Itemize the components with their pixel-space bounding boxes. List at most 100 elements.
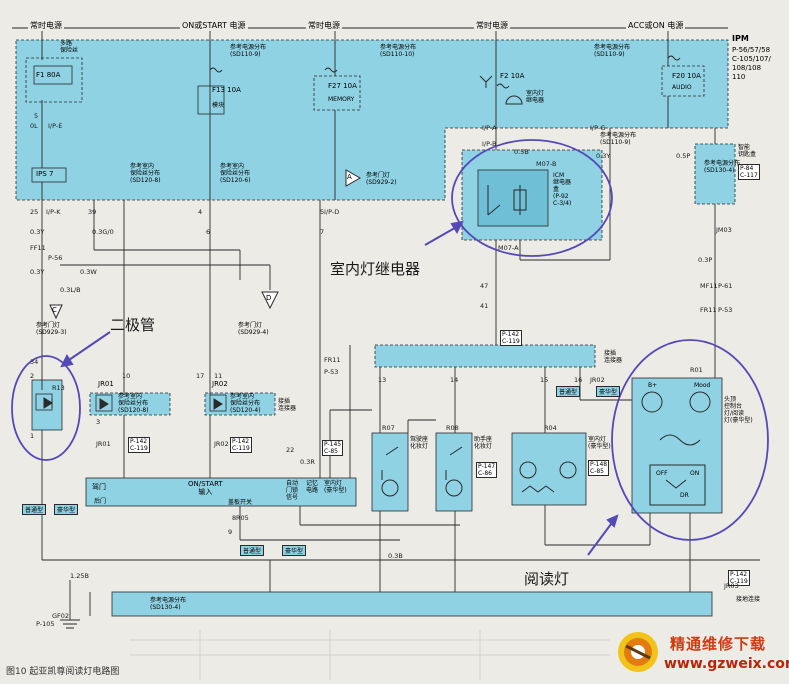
marker-a [345, 169, 362, 187]
fuse-f20: F20 10A [672, 72, 701, 80]
fuse-f1-desc: 多路 保险丝 [60, 40, 79, 54]
pin-label: 4 [198, 208, 203, 216]
switch-dr: DR [680, 492, 689, 499]
pin-label: FR11 [324, 356, 341, 364]
pin-label: 8 [232, 514, 237, 522]
smart-key-label: 智能 钥匙盒 [738, 144, 757, 158]
pin-label: 17 [196, 372, 205, 380]
switch-off: OFF [656, 470, 668, 477]
logo-url: www.gzweix.com [664, 656, 789, 672]
figure-caption: 图10 起亚凯尊阅读灯电路图 [6, 667, 120, 677]
bcm-mem: 记忆 电路 [306, 480, 319, 494]
pin-label: R04 [544, 424, 557, 432]
ref-8: 参考室内 保险丝分布 (SD120-4) [230, 393, 261, 414]
pin-label: R08 [446, 424, 459, 432]
marker-d [261, 291, 279, 310]
bcm-auto: 自动 门锁 信号 [286, 480, 299, 501]
pin-label: MF11 [700, 282, 718, 290]
driver-vanity-lamp [371, 432, 409, 512]
wires [41, 28, 760, 620]
reading-lamp-label: 头顶 控制台 灯/阅读 灯(豪华型) [724, 396, 753, 424]
annotation-circles [11, 139, 769, 541]
pin-label: 47 [480, 282, 489, 290]
ref-13: 参考门灯 (SD929-4) [238, 322, 269, 336]
ipm-label: IPM [732, 34, 749, 43]
ref-9: 参考电源分布 (SD110-9) [600, 132, 637, 146]
bcm-main: ON/START 输入 [188, 480, 223, 496]
fuse-f13-desc: 模块 [212, 102, 225, 109]
fuse-f13: F13 10A [212, 86, 241, 94]
pin-label: I/P-E [48, 122, 63, 130]
marker-d-label: D [266, 294, 272, 302]
passenger-vanity-label: 助手座 化妆灯 [474, 436, 493, 450]
ground-conn-label: 接地连接 [736, 596, 761, 603]
pin-label: 16 [574, 376, 583, 384]
annotation-reading-lamp: 阅读灯 [524, 570, 570, 588]
pin-label: M07-B [536, 160, 557, 168]
pin-label: 2 [30, 372, 35, 380]
pin-label: 14 [450, 376, 459, 384]
pin-label: 0.3P [698, 256, 713, 264]
pin-label: 1 [30, 432, 35, 440]
pin-label: P-56 [48, 254, 63, 262]
pin-label: 7 [320, 228, 325, 236]
pin-label: 11 [214, 372, 223, 380]
room-lamp-label: 室内灯 (豪华型) [588, 436, 611, 450]
ref-2: 参考电源分布 (SD110-10) [380, 44, 417, 58]
p145-ref: P-145 C-85 [322, 440, 344, 456]
room-relay [477, 169, 549, 227]
pin-label: R13 [52, 384, 65, 392]
switch-on: ON [690, 470, 700, 477]
trunk-label: 后门 [94, 498, 107, 505]
pin-label: 0.3Y [596, 152, 611, 160]
jr01-label: JR01 [98, 380, 114, 388]
room-relay-label: 室内灯 继电器 [526, 90, 545, 104]
reading-bplus: B+ [648, 382, 658, 389]
header-label-5: ACC或ON 电源 [626, 20, 686, 31]
pin-label: 13 [378, 376, 387, 384]
std-tag-2: 普通型 [240, 545, 265, 556]
pin-label: JR03 [724, 582, 739, 590]
logo-icon [618, 632, 658, 672]
ipm-refs: P-56/57/58 C-105/107/ 108/108 110 [732, 46, 771, 81]
marker-c [49, 304, 63, 320]
ghost-table [130, 630, 610, 680]
passenger-vanity-lamp [435, 432, 473, 512]
pin-label: R01 [690, 366, 703, 374]
conn-label-2: 接插 连接器 [604, 350, 623, 364]
jr03-ref: P-142 C-119 [728, 570, 750, 586]
driver-vanity-label: 驾驶座 化妆灯 [410, 436, 429, 450]
pin-label: 0.3Y [30, 228, 45, 236]
pin-label: P-53 [718, 306, 733, 314]
pin-label: M07-A [498, 244, 519, 252]
pin-label: 0.3L/B [60, 286, 81, 294]
pin-label: JR01 [96, 440, 111, 448]
fuse-f27: F27 10A [328, 82, 357, 90]
pin-label: 0.3Y [30, 268, 45, 276]
ref-3: 参考电源分布 (SD110-9) [594, 44, 631, 58]
pin-label: 39 [88, 208, 97, 216]
header-label-2: ON或START 电源 [180, 20, 248, 31]
bcm-door: 驾门 [92, 483, 106, 491]
std-tag-3: 普通型 [556, 386, 581, 397]
pin-label: JR02 [590, 376, 605, 384]
annotation-relay: 室内灯继电器 [330, 260, 421, 278]
header-label-1: 常时电源 [28, 20, 64, 31]
ref-10: 参考电源分布 (SD130-4) [150, 597, 187, 611]
fuse-f1: F1 80A [36, 71, 61, 79]
pin-label: JM03 [716, 226, 732, 234]
pin-label: 9 [228, 528, 233, 536]
ips-label: IPS 7 [36, 170, 54, 178]
pin-label: JR02 [214, 440, 229, 448]
pin-label: 0.3B [388, 552, 403, 560]
pin-label: I/P-G [590, 124, 606, 132]
pin-label: 25 [30, 208, 39, 216]
room-lamp [511, 432, 587, 506]
ref-12: 参考门灯 (SD929-3) [36, 322, 67, 336]
fuse-f27-desc: MEMORY [328, 96, 355, 103]
marker-a-label: A [347, 173, 352, 181]
pin-label: 0.5B [514, 148, 529, 156]
fuse-f2: F2 10A [500, 72, 525, 80]
